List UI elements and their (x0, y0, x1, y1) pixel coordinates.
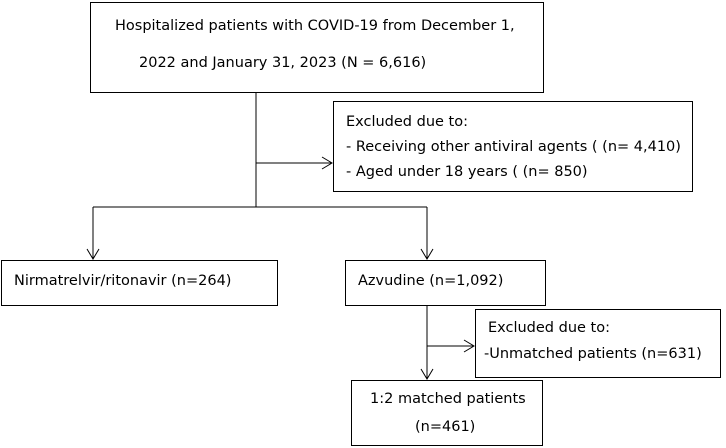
second-exclusion-box: Excluded due to: -Unmatched patients (n=… (475, 309, 721, 378)
nirmatrelvir-group-label: Nirmatrelvir/ritonavir (n=264) (14, 273, 232, 289)
first-exclusion-heading: Excluded due to: (346, 114, 468, 130)
total-patients-box: Hospitalized patients with COVID-19 from… (90, 2, 544, 93)
arrowhead-nirmatrelvir-icon (86, 248, 100, 260)
nirmatrelvir-group-box: Nirmatrelvir/ritonavir (n=264) (1, 260, 278, 306)
azvudine-group-label: Azvudine (n=1,092) (358, 273, 504, 289)
arrowhead-exclusion-icon (321, 156, 333, 170)
exclusion-reason-antiviral: - Receiving other antiviral agents ( (n=… (346, 139, 681, 155)
first-exclusion-box: Excluded due to: - Receiving other antiv… (333, 101, 693, 192)
exclusion-reason-age: - Aged under 18 years ( (n= 850) (346, 164, 588, 180)
matched-patients-box: 1:2 matched patients (n=461) (351, 380, 543, 446)
second-exclusion-heading: Excluded due to: (488, 320, 610, 336)
arrowhead-unmatched-icon (463, 339, 475, 353)
exclusion-reason-unmatched: -Unmatched patients (n=631) (484, 346, 702, 362)
matched-patients-count: (n=461) (415, 419, 476, 435)
matched-patients-label: 1:2 matched patients (370, 391, 526, 407)
arrowhead-azvudine-icon (420, 248, 434, 260)
arrowhead-matched-icon (420, 368, 434, 380)
total-patients-line-2: 2022 and January 31, 2023 (N = 6,616) (139, 55, 427, 71)
azvudine-group-box: Azvudine (n=1,092) (345, 260, 546, 306)
total-patients-line-1: Hospitalized patients with COVID-19 from… (115, 18, 515, 34)
